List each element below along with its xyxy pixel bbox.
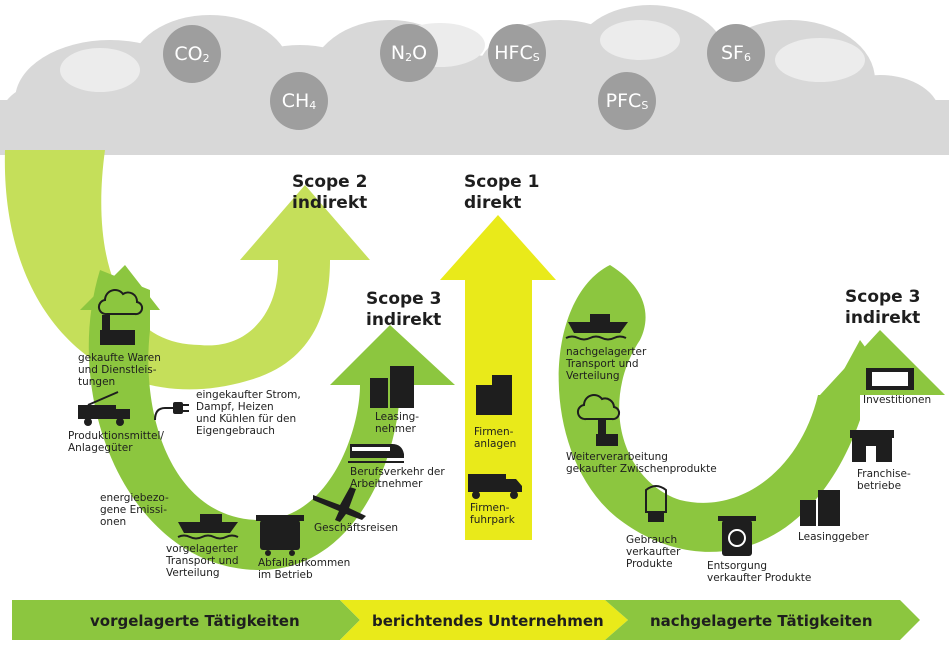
label-leasingnehmer: Leasing- nehmer [375, 411, 420, 435]
label-leasinggeber: Leasinggeber [798, 531, 869, 543]
scope2-heading: Scope 2 indirekt [292, 172, 368, 213]
scope3-downstream-heading: Scope 3 indirekt [845, 287, 921, 328]
label-nachgelagerter-transport: nachgelagerter Transport und Verteilung [566, 346, 647, 382]
label-produktionsmittel: Produktionsmittel/ Anlagegüter [68, 430, 164, 454]
lightbulb-icon [645, 485, 667, 522]
label-firmenanlagen: Firmen- anlagen [474, 426, 517, 450]
bar-company-label: berichtendes Unternehmen [372, 612, 604, 630]
shop-icon [850, 430, 894, 462]
label-weiterverarbeitung: Weiterverarbeitung gekaufter Zwischenpro… [566, 451, 717, 475]
ship-downstream-icon [565, 314, 628, 341]
crane-truck-icon [78, 391, 130, 426]
label-abfall: Abfallaufkommen im Betrieb [258, 557, 351, 581]
scope3-upstream-heading: Scope 3 indirekt [366, 289, 442, 330]
label-strom: eingekaufter Strom, Dampf, Heizen und Kü… [196, 389, 301, 437]
truck-icon [468, 474, 522, 499]
scope1-heading: Scope 1 direkt [464, 172, 540, 213]
company-buildings-icon [476, 375, 512, 415]
label-vorgelagerter-transport: vorgelagerter Transport und Verteilung [166, 543, 239, 579]
train-icon [348, 444, 404, 463]
label-gekaufte-waren: gekaufte Waren und Dienstleis- tungen [78, 352, 161, 388]
label-franchise: Franchise- betriebe [857, 468, 911, 492]
money-icon [866, 368, 914, 390]
recycle-bin-icon [718, 516, 756, 556]
scope3-downstream-arrow [558, 265, 900, 552]
plug-icon [154, 402, 189, 421]
scope3-upstream-arrow [88, 270, 455, 570]
airplane-icon [313, 487, 366, 522]
activity-bar [12, 600, 920, 640]
label-berufsverkehr: Berufsverkehr der Arbeitnehmer [350, 466, 445, 490]
buildings-icon [370, 366, 414, 408]
waste-container-icon [256, 515, 304, 556]
label-firmenfuhrpark: Firmen- fuhrpark [470, 502, 515, 526]
factory-cloud-downstream-icon [576, 394, 621, 446]
ship-icon [177, 514, 239, 540]
bar-downstream-label: nachgelagerte Tätigkeiten [650, 612, 873, 630]
bar-upstream-label: vorgelagerte Tätigkeiten [90, 612, 300, 630]
label-investitionen: Investitionen [863, 394, 932, 406]
label-entsorgung: Entsorgung verkaufter Produkte [707, 560, 812, 584]
leasinggeber-buildings-icon [800, 490, 840, 526]
label-geschaeftsreisen: Geschäftsreisen [314, 522, 399, 534]
factory-cloud-icon [97, 289, 144, 345]
label-gebrauch: Gebrauch verkaufter Produkte [626, 534, 681, 570]
cloud-band [0, 5, 949, 160]
label-energie: energiebezo- gene Emissi- onen [100, 492, 169, 528]
